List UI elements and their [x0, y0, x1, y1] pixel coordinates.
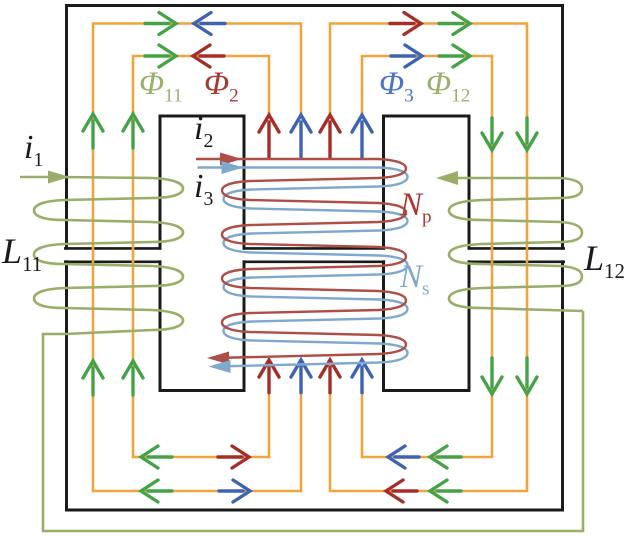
flux-direction-arrows [81, 10, 539, 504]
i3-current-arrow [221, 161, 244, 174]
flux-arrow-blue-r [389, 43, 426, 69]
flux-arrow-blue-l [190, 10, 227, 37]
flux-arrow-red-r [388, 10, 425, 37]
flux-arrow-green-d [515, 356, 539, 398]
flux-arrow-blue-u [289, 356, 313, 395]
flux-arrow-red-u [257, 111, 281, 160]
i1-current-arrow [48, 170, 70, 184]
flux-arrow-green-d [480, 356, 504, 398]
flux-arrow-red-r [216, 444, 253, 470]
flux-arrow-blue-l [384, 444, 421, 470]
label-L11: L11 [2, 231, 43, 277]
label-Ns: Ns [400, 259, 430, 300]
flux-arrow-red-u [318, 356, 342, 395]
flux-arrow-green-u [81, 357, 105, 397]
air-gap-right-cut [465, 249, 568, 261]
flux-arrow-red-u [257, 356, 281, 395]
flux-loop-outer-right [328, 22, 529, 493]
L11-coil-wire [32, 175, 185, 336]
label-Np: Np [400, 187, 432, 228]
flux-arrow-red-l [189, 43, 226, 69]
Np-coil-wire [196, 157, 408, 360]
flux-arrow-green-r [437, 43, 474, 69]
flux-arrow-blue-u [350, 356, 374, 395]
flux-loop-outer-left [91, 22, 303, 493]
flux-arrow-green-u [81, 110, 105, 150]
winding-L12 [447, 176, 584, 313]
label-i3: i3 [194, 168, 214, 210]
air-gap-left-cut [62, 249, 165, 261]
flux-arrow-blue-r [217, 478, 254, 504]
label-phi11: Φ11 [139, 66, 183, 107]
flux-track-loops [91, 22, 529, 493]
label-phi2: Φ2 [204, 66, 239, 107]
flux-loop-inner-left [131, 54, 271, 459]
label-i1: i1 [24, 129, 44, 171]
label-i2: i2 [194, 110, 214, 152]
core-right-window [382, 114, 471, 392]
flux-arrow-green-r [143, 10, 180, 37]
winding-Ns [197, 166, 409, 368]
Np-exit-arrow [207, 351, 229, 365]
flux-arrow-blue-u [350, 111, 374, 160]
flux-arrow-red-l [382, 478, 419, 504]
flux-arrow-blue-u [289, 111, 313, 160]
flux-arrow-green-l [426, 444, 463, 470]
flux-arrow-red-u [318, 111, 342, 160]
label-phi3: Φ3 [379, 66, 414, 107]
flux-arrow-green-u [121, 357, 145, 397]
flux-arrow-green-u [121, 110, 145, 150]
label-L12: L12 [584, 238, 625, 284]
Ns-coil-wire [197, 166, 409, 368]
flux-arrow-green-r [143, 43, 180, 69]
flux-arrow-green-l [137, 444, 174, 470]
flux-arrow-green-d [515, 116, 539, 154]
L12-exit-arrow [436, 171, 458, 185]
label-phi12: Φ12 [426, 66, 471, 107]
external-series-wire [41, 311, 585, 533]
flux-arrow-green-r [437, 10, 474, 37]
flux-loop-inner-right [360, 54, 494, 459]
winding-L11 [20, 175, 185, 336]
flux-arrow-green-l [426, 478, 463, 504]
flux-arrow-green-l [137, 478, 174, 504]
L12-coil-wire [447, 176, 584, 313]
winding-Np [196, 157, 408, 360]
Ns-exit-arrow [208, 360, 231, 373]
flux-arrow-green-d [480, 116, 504, 154]
current-arrows [48, 152, 458, 373]
